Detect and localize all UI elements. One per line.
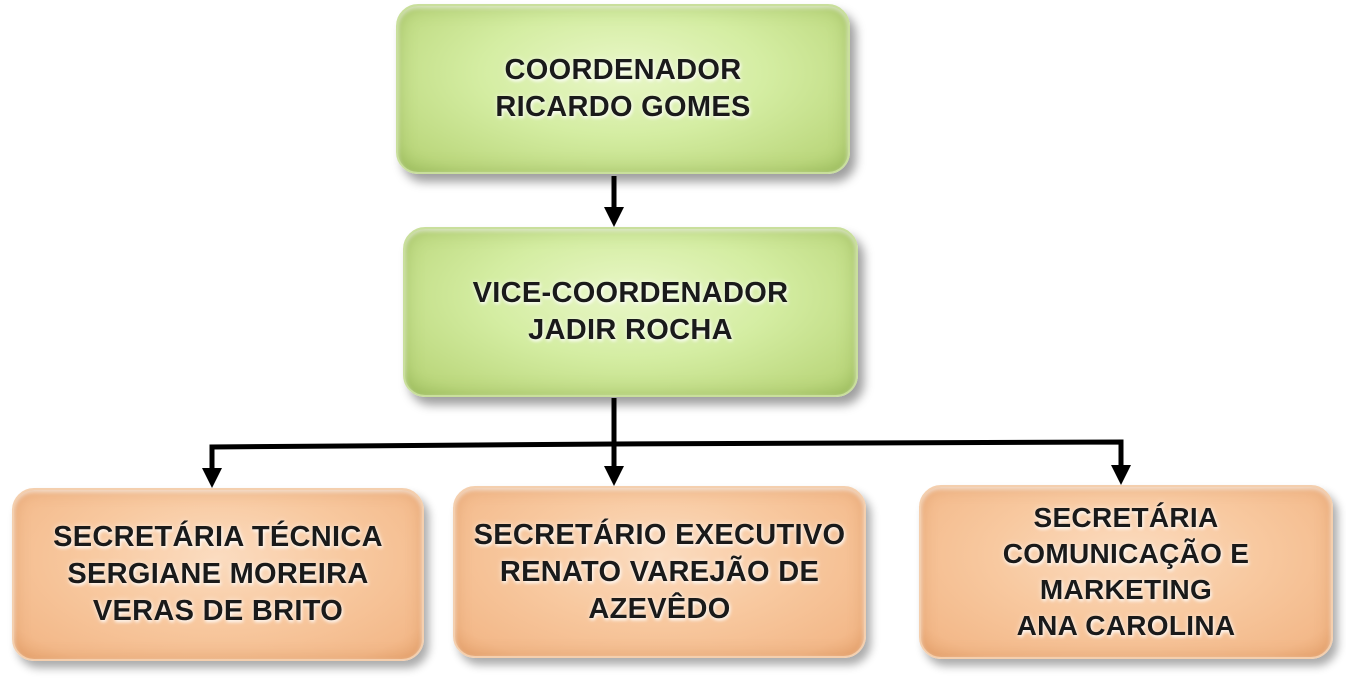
node-secretaria-tecnica: SECRETÁRIA TÉCNICA SERGIANE MOREIRA VERA… (12, 488, 424, 661)
node-secretario-executivo-line-1: SECRETÁRIO EXECUTIVO (473, 518, 846, 551)
node-secretaria-comunicacao: SECRETÁRIA COMUNICAÇÃO E MARKETING ANA C… (919, 485, 1333, 659)
node-vice-coordenador: VICE-COORDENADOR JADIR ROCHA (403, 227, 858, 397)
node-vice-coordenador-line-2: JADIR ROCHA (528, 314, 733, 346)
node-secretario-executivo-line-2: RENATO VAREJÃO DE (499, 555, 820, 588)
node-secretario-executivo-line-3: AZEVÊDO (588, 592, 731, 625)
node-secretaria-comunicacao-line-2: COMUNICAÇÃO E (1002, 538, 1250, 569)
edge-branch-right (613, 439, 1131, 485)
node-coordenador: COORDENADOR RICARDO GOMES (396, 4, 850, 174)
node-secretaria-comunicacao-line-4: ANA CAROLINA (1016, 610, 1236, 641)
node-secretaria-tecnica-line-1: SECRETÁRIA TÉCNICA (53, 521, 383, 553)
edge-branch-left (202, 441, 615, 488)
node-secretario-executivo: SECRETÁRIO EXECUTIVO RENATO VAREJÃO DE A… (453, 486, 866, 658)
node-vice-coordenador-line-1: VICE-COORDENADOR (472, 277, 789, 309)
node-coordenador-line-1: COORDENADOR (504, 54, 742, 86)
node-secretaria-tecnica-line-3: VERAS DE BRITO (92, 595, 344, 627)
node-secretaria-tecnica-line-2: SERGIANE MOREIRA (67, 558, 369, 590)
node-secretaria-comunicacao-line-1: SECRETÁRIA (1033, 502, 1219, 533)
node-secretaria-comunicacao-line-3: MARKETING (1039, 574, 1213, 605)
node-coordenador-line-2: RICARDO GOMES (495, 91, 751, 123)
